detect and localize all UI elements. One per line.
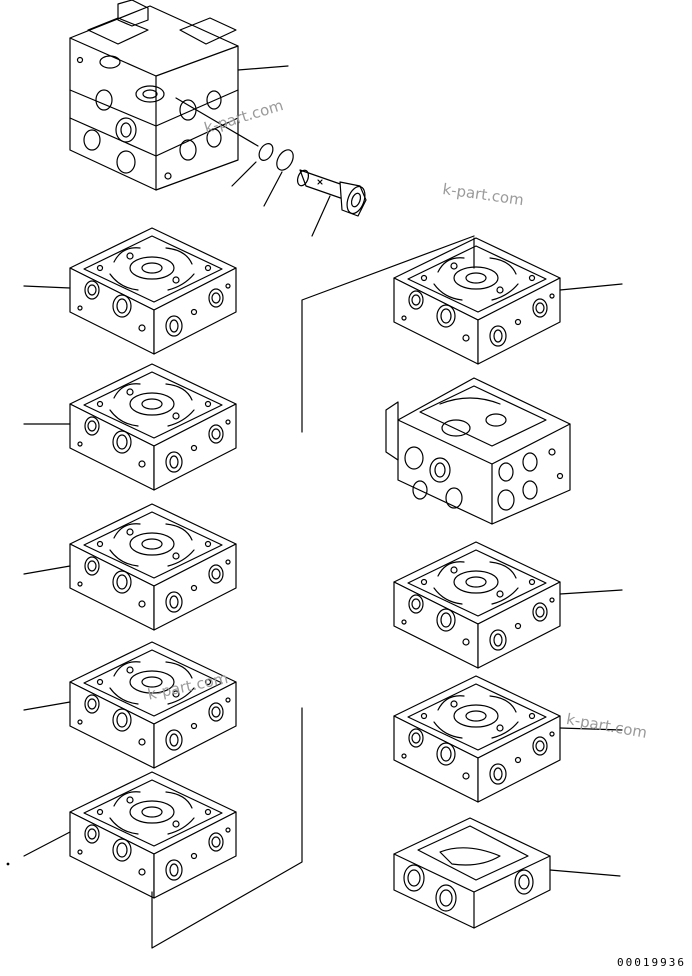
- valve-section-right-2-large: [385, 377, 571, 525]
- o-ring-large: [263, 149, 294, 207]
- valve-section-left-3: [23, 503, 237, 631]
- plug: [296, 169, 367, 237]
- valve-section-right-1: [393, 237, 623, 365]
- top-valve-assembly: [69, 0, 289, 191]
- end-cover-block: [393, 817, 621, 929]
- o-ring-small: [231, 143, 274, 187]
- valve-section-left-1: [23, 227, 237, 355]
- drawing-number: 00019936: [617, 956, 686, 969]
- valve-section-left-5: [23, 771, 237, 899]
- valve-section-left-2: [23, 363, 237, 491]
- grouping-bracket: [151, 235, 475, 949]
- valve-section-right-3: [393, 541, 623, 669]
- valve-section-left-4: [23, 641, 237, 769]
- valve-section-right-4: [393, 675, 623, 803]
